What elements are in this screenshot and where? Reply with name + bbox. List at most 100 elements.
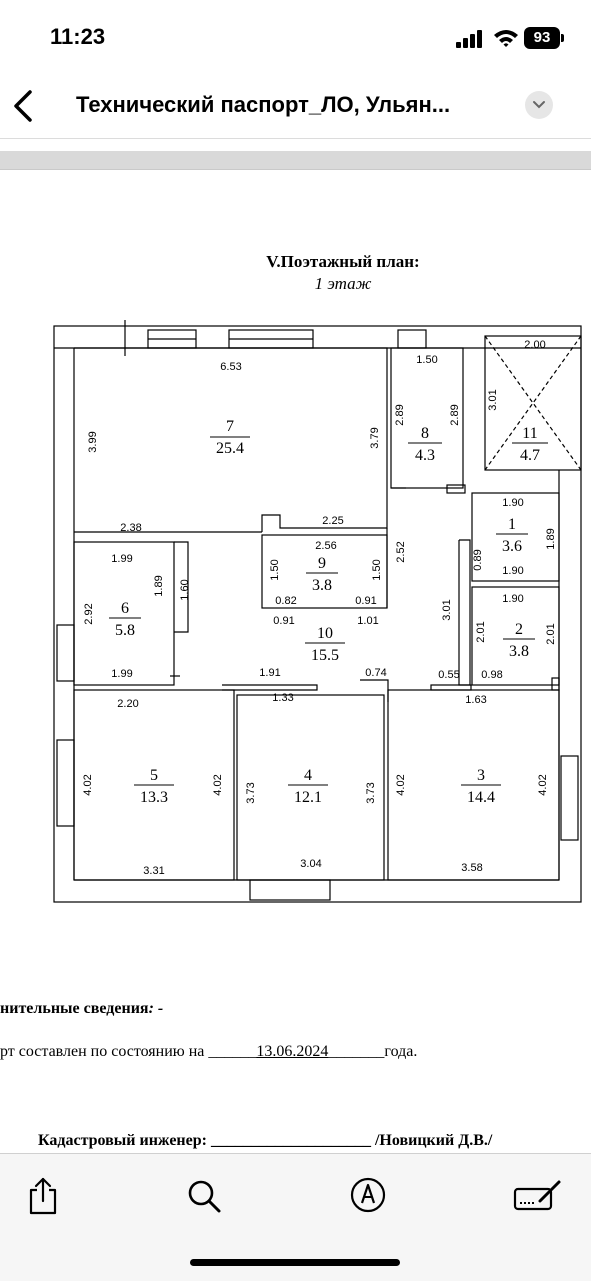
markup-pen-icon[interactable]: [350, 1177, 386, 1213]
stated-suffix: года.: [384, 1043, 418, 1060]
room-area: 4.7: [520, 447, 540, 464]
dimension-label: 0.55: [438, 669, 459, 681]
dimension-label: 0.91: [273, 615, 294, 627]
room-number: 1: [508, 516, 516, 533]
dimension-label: 3.58: [461, 862, 482, 874]
dimension-label: 4.02: [395, 774, 407, 795]
dimension-label: 1.33: [272, 692, 293, 704]
floor-plan: 7 25.4 8 4.3 11 4.7 1 3.6 9 3.8 6 5.8 10…: [53, 320, 582, 903]
dimension-label: 0.98: [481, 669, 502, 681]
room-number: 8: [421, 425, 429, 442]
dimension-label: 1.99: [111, 553, 132, 565]
dimension-label: 1.60: [179, 579, 191, 600]
dimension-label: 1.90: [502, 565, 523, 577]
dimension-label: 0.74: [365, 667, 386, 679]
floor-label: 1 этаж: [314, 274, 372, 293]
dimension-label: 2.56: [315, 540, 336, 552]
dimension-label: 1.90: [502, 593, 523, 605]
dimension-label: 1.89: [545, 528, 557, 549]
notes-line: нительные сведения: -: [0, 1000, 163, 1018]
room-area: 13.3: [140, 789, 168, 806]
title-menu-button[interactable]: [525, 91, 553, 119]
page-separator: [0, 151, 591, 170]
dimension-label: 1.89: [153, 575, 165, 596]
cellular-signal-icon: [456, 30, 482, 48]
dimension-label: 3.73: [245, 782, 257, 803]
dimension-label: 1.90: [502, 497, 523, 509]
room-area: 4.3: [415, 447, 435, 464]
room-number: 7: [226, 418, 234, 435]
document-title[interactable]: Технический паспорт_ЛО, Ульян...: [76, 92, 451, 117]
dimension-label: 2.52: [395, 541, 407, 562]
room-area: 3.8: [509, 643, 529, 660]
dimension-label: 2.38: [120, 522, 141, 534]
back-chevron-icon[interactable]: [10, 88, 36, 124]
room-number: 2: [515, 621, 523, 638]
battery-cap: [561, 34, 564, 42]
dimension-label: 4.02: [537, 774, 549, 795]
dimension-label: 2.92: [83, 603, 95, 624]
notes-label: нительные сведения: [0, 1000, 149, 1017]
dimension-label: 1.50: [416, 354, 437, 366]
dimension-label: 2.89: [394, 404, 406, 425]
battery-icon: 93: [524, 27, 560, 49]
dimension-label: 3.73: [365, 782, 377, 803]
document-page[interactable]: V.Поэтажный план: 1 этаж: [0, 170, 591, 1153]
dimension-label: 1.91: [259, 667, 280, 679]
dimension-label: 3.01: [487, 389, 499, 410]
notes-value: : -: [148, 1000, 164, 1017]
stated-line: рт составлен по состоянию на ______13.06…: [0, 1043, 417, 1061]
dimension-label: 2.25: [322, 515, 343, 527]
dimension-label: 3.01: [441, 599, 453, 620]
chevron-down-icon: [533, 101, 545, 109]
room-number: 3: [477, 767, 485, 784]
dimension-label: 1.63: [465, 694, 486, 706]
dimension-label: 1.50: [269, 559, 281, 580]
home-indicator[interactable]: [190, 1259, 400, 1266]
dimension-label: 2.01: [475, 621, 487, 642]
status-bar: 11:23 93: [0, 0, 591, 70]
stated-prefix: рт составлен по состоянию на: [0, 1043, 209, 1060]
navigation-bar: Технический паспорт_ЛО, Ульян...: [0, 74, 591, 139]
dimension-label: 0.91: [355, 595, 376, 607]
room-number: 5: [150, 767, 158, 784]
dimension-label: 4.02: [82, 774, 94, 795]
section-heading: V.Поэтажный план:: [266, 252, 420, 271]
room-number: 4: [304, 767, 312, 784]
room-area: 3.6: [502, 538, 522, 555]
dimension-label: 1.01: [357, 615, 378, 627]
dimension-label: 3.99: [87, 431, 99, 452]
engineer-label: Кадастровый инженер:: [38, 1132, 211, 1149]
status-time: 11:23: [50, 24, 106, 49]
room-area: 14.4: [467, 789, 495, 806]
engineer-line: Кадастровый инженер: ___________________…: [38, 1132, 492, 1150]
search-icon[interactable]: [186, 1178, 222, 1214]
dimension-label: 3.04: [300, 858, 321, 870]
room-area: 3.8: [312, 577, 332, 594]
dimension-label: 2.01: [545, 623, 557, 644]
signature-icon[interactable]: [512, 1179, 564, 1213]
dimension-label: 6.53: [220, 361, 241, 373]
dimension-label: 1.50: [371, 559, 383, 580]
stated-blank-left: ______: [208, 1043, 257, 1060]
wifi-icon: [494, 30, 518, 47]
dimension-label: 2.00: [524, 339, 545, 351]
stated-blank-right: _______: [328, 1043, 385, 1060]
share-icon[interactable]: [26, 1176, 60, 1216]
dimension-label: 1.99: [111, 668, 132, 680]
room-number: 11: [522, 425, 537, 442]
room-area: 12.1: [294, 789, 322, 806]
engineer-blank: ____________________: [210, 1132, 371, 1149]
room-number: 6: [121, 600, 129, 617]
room-area: 15.5: [311, 647, 339, 664]
battery-level: 93: [533, 29, 551, 46]
dimension-label: 2.20: [117, 698, 138, 710]
room-area: 5.8: [115, 622, 135, 639]
dimension-label: 4.02: [212, 774, 224, 795]
stated-date: 13.06.2024: [256, 1043, 329, 1060]
room-area: 25.4: [216, 440, 244, 457]
dimension-label: 2.89: [449, 404, 461, 425]
dimension-label: 3.79: [369, 427, 381, 448]
room-number: 9: [318, 555, 326, 572]
dimension-label: 0.89: [472, 549, 484, 570]
